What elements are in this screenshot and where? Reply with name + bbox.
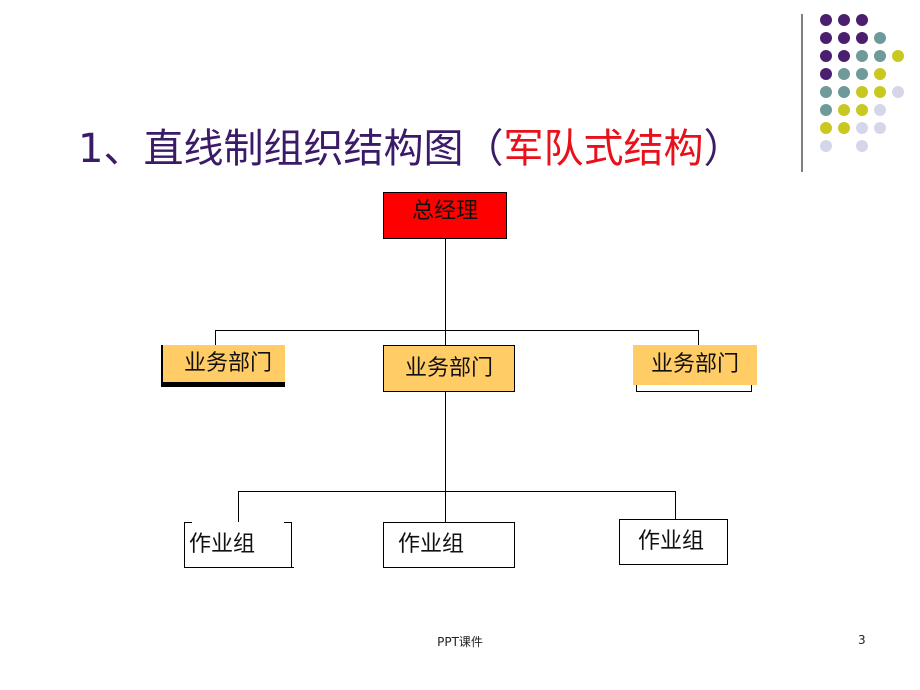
slide-footer: PPT课件	[437, 635, 483, 649]
decorative-dot	[838, 68, 850, 80]
decorative-dot	[892, 50, 904, 62]
org-node-group-3: 作业组	[619, 519, 728, 565]
decorative-dot	[856, 86, 868, 98]
decorative-dot	[820, 122, 832, 134]
decorative-dot	[874, 86, 886, 98]
title-main: 1、直线制组织结构图（	[78, 126, 504, 172]
title-close: ）	[703, 126, 744, 172]
decorative-dot	[820, 86, 832, 98]
decorative-dot	[874, 68, 886, 80]
org-node-label: 作业组	[189, 532, 256, 557]
org-node-department-2: 业务部门	[383, 345, 515, 392]
decorative-dot	[856, 50, 868, 62]
decorative-dot	[838, 104, 850, 116]
connector-dept1-drop	[215, 330, 216, 345]
decorative-dot	[820, 140, 832, 152]
org-node-department-3: 业务部门	[633, 345, 757, 385]
decorative-dot	[820, 32, 832, 44]
decorative-dot	[856, 104, 868, 116]
org-node-department-1: 业务部门	[161, 345, 285, 387]
decorative-dot	[874, 104, 886, 116]
decorative-dot	[820, 14, 832, 26]
decorative-dot	[874, 32, 886, 44]
group-1-bottom-rule	[184, 567, 294, 568]
connector-group-horizontal	[238, 491, 676, 492]
decorative-dot	[856, 32, 868, 44]
connector-root-vertical	[445, 239, 446, 330]
decorative-dot	[838, 122, 850, 134]
org-node-general-manager: 总经理	[383, 192, 507, 239]
decorative-dot	[838, 50, 850, 62]
org-node-label: 作业组	[398, 532, 465, 557]
decorative-vertical-rule	[801, 14, 803, 172]
decorative-dot	[856, 122, 868, 134]
title-accent: 军队式结构	[503, 126, 704, 172]
org-node-label: 业务部门	[183, 350, 272, 376]
connector-dept-horizontal	[215, 330, 699, 331]
decorative-dot	[892, 86, 904, 98]
connector-group1-drop	[238, 491, 239, 522]
decorative-dot	[820, 50, 832, 62]
org-node-group-2: 作业组	[383, 522, 515, 568]
group-1-top-tick	[184, 522, 192, 523]
org-node-label: 业务部门	[650, 352, 739, 377]
connector-group3-drop	[675, 491, 676, 519]
decorative-dot	[874, 50, 886, 62]
decorative-dot	[856, 68, 868, 80]
decorative-dot	[856, 14, 868, 26]
decorative-dot	[838, 14, 850, 26]
decorative-dot	[838, 32, 850, 44]
connector-dept2-drop	[445, 330, 446, 345]
decorative-dot	[838, 86, 850, 98]
org-node-group-1: 作业组	[184, 522, 294, 568]
page-number: 3	[858, 633, 866, 647]
org-node-label: 作业组	[638, 529, 705, 554]
decorative-dot	[820, 68, 832, 80]
slide-title: 1、直线制组织结构图（军队式结构）	[78, 124, 743, 174]
group-1-top-tick-right	[284, 522, 292, 523]
org-node-label: 总经理	[411, 199, 478, 224]
connector-dept-vertical	[445, 392, 446, 522]
org-node-label: 业务部门	[404, 355, 493, 381]
connector-dept3-drop	[698, 330, 699, 345]
decorative-dot	[874, 122, 886, 134]
decorative-dot	[820, 104, 832, 116]
decorative-dot	[856, 140, 868, 152]
